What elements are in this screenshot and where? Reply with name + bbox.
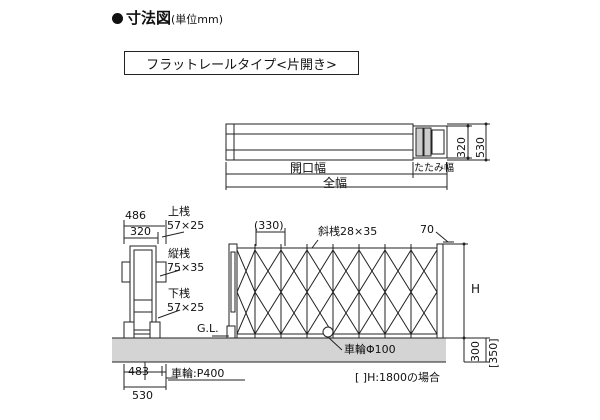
dim-530-side: 530 — [132, 389, 153, 402]
dim-320-top: 320 — [455, 137, 468, 158]
bottom-rail-size: 57×25 — [167, 301, 205, 314]
top-rail-label: 上桟 — [168, 205, 190, 218]
side-view — [121, 220, 245, 390]
dim-300: 300 — [469, 341, 482, 362]
type-label: フラットレールタイプ<片開き> — [146, 57, 337, 73]
vertical-rail-label: 縦桟 — [168, 247, 190, 260]
vertical-rail-size: 75×35 — [167, 261, 205, 274]
title-text: 寸法図 — [126, 9, 172, 27]
bullet-icon — [112, 13, 123, 24]
front-view — [112, 228, 490, 363]
height-label: H — [471, 282, 481, 296]
type-label-box: フラットレールタイプ<片開き> — [124, 51, 359, 75]
top-view-outer — [225, 123, 414, 161]
page-title: 寸法図(単位mm) — [112, 11, 223, 26]
wheel-p400-label: 車輪:P400 — [171, 367, 225, 380]
dim-486: 486 — [125, 209, 146, 222]
dim-70: 70 — [420, 223, 434, 236]
dim-483: 483 — [128, 365, 149, 378]
folded-width-label: たたみ幅 — [414, 163, 454, 174]
dim-320-side: 320 — [130, 225, 151, 238]
top-rail-size: 57×25 — [167, 219, 205, 232]
dim-350: [350] — [487, 338, 500, 368]
dim-530-top: 530 — [474, 137, 487, 158]
top-view — [225, 123, 490, 190]
total-width-label: 全幅 — [323, 176, 348, 190]
diagonal-rail-label: 斜桟28×35 — [318, 225, 378, 238]
note-1800: [ ]H:1800の場合 — [355, 371, 441, 384]
dim-330: (330) — [254, 219, 284, 232]
unit-text: (単位mm) — [171, 13, 224, 26]
wheel-100-label: 車輪Φ100 — [344, 343, 396, 356]
bottom-rail-label: 下桟 — [168, 287, 190, 300]
ground-line-label: G.L. — [197, 322, 219, 335]
opening-width-label: 開口幅 — [290, 161, 327, 175]
